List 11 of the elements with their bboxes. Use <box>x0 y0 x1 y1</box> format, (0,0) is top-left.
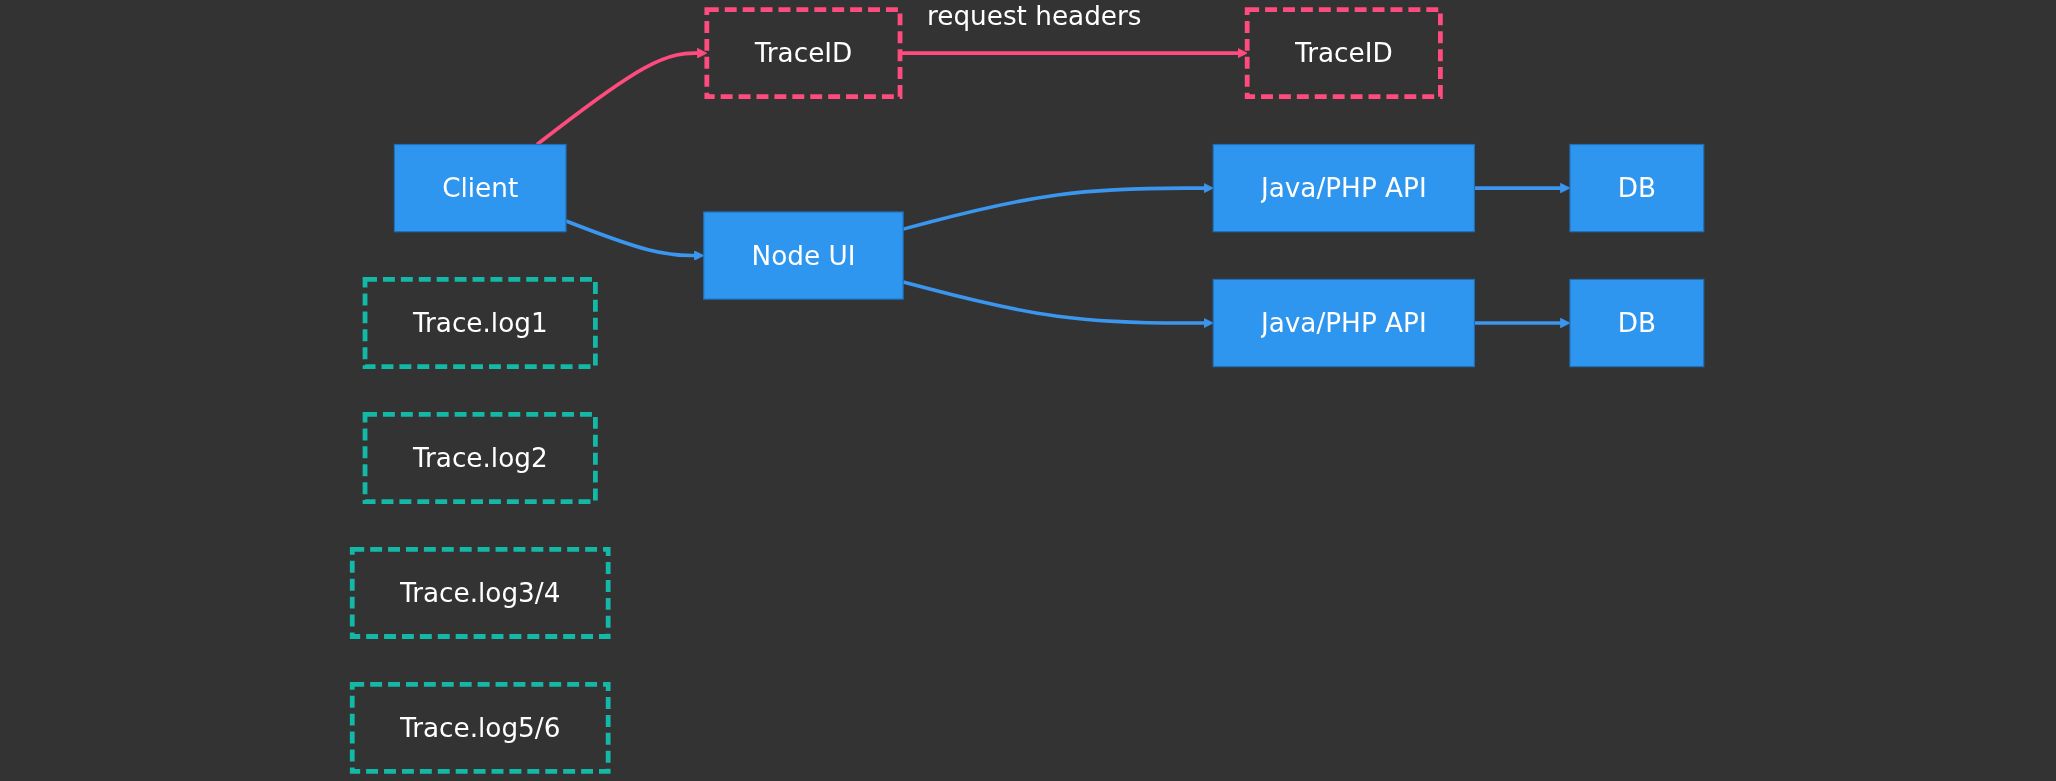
node-box: DB <box>1569 278 1705 368</box>
node-box: Trace.log1 <box>362 277 598 369</box>
node-box: TraceID <box>1244 7 1443 100</box>
node-box: TraceID <box>704 7 903 100</box>
node-box: Client <box>393 143 567 233</box>
node-box: Trace.log3/4 <box>349 546 611 639</box>
node-box: DB <box>1569 143 1705 233</box>
node-box: Trace.log2 <box>362 412 598 504</box>
node-box: Trace.log5/6 <box>349 681 611 774</box>
node-box: Node UI <box>703 211 904 300</box>
edge-label: request headers <box>927 0 1142 31</box>
